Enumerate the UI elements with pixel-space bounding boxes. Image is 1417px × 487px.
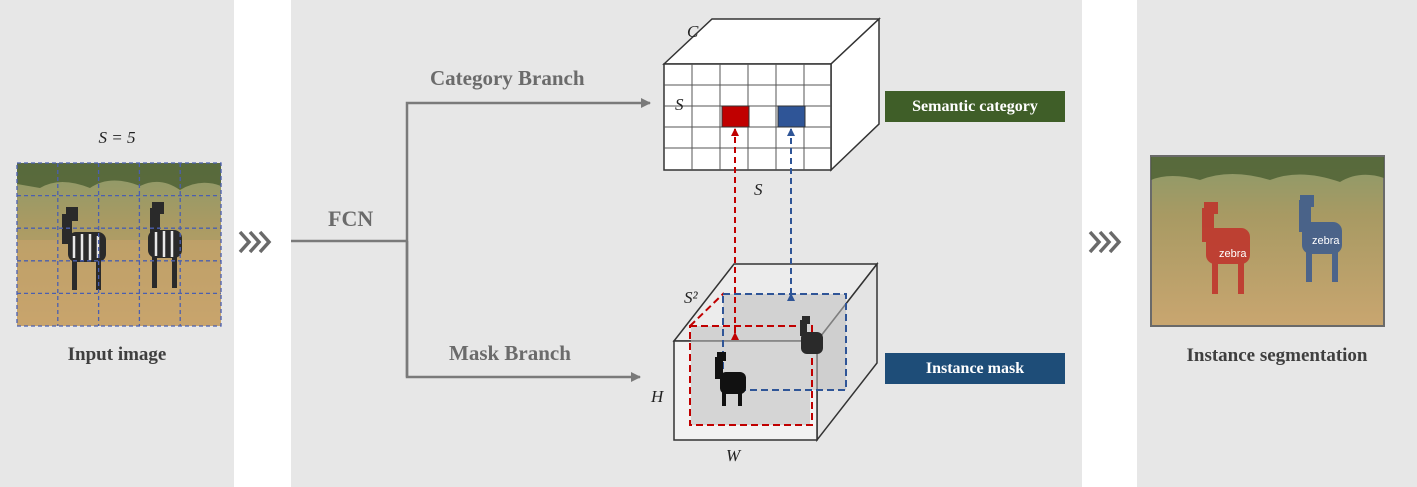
grid-size-label: S = 5 xyxy=(98,128,136,147)
semantic-category-tag: Semantic category xyxy=(885,91,1065,122)
red-instance-mask xyxy=(1202,202,1250,294)
red-category-cell xyxy=(721,105,750,128)
input-image-caption: Input image xyxy=(67,344,167,365)
zebra-label-red: zebra xyxy=(1219,248,1247,260)
category-depth-label: C xyxy=(687,22,699,41)
red-mask-slice-top xyxy=(689,292,725,327)
mask-width-label: W xyxy=(726,446,741,465)
mask-height-label: H xyxy=(651,387,664,406)
input-image xyxy=(16,162,222,327)
mask-depth-label: S² xyxy=(684,288,698,307)
branch-connectors xyxy=(291,98,651,382)
output-image-caption: Instance segmentation xyxy=(1186,345,1368,366)
zebra-mask-silhouette-icon-2 xyxy=(800,316,823,354)
category-height-label: S xyxy=(675,95,684,114)
category-branch-label: Category Branch xyxy=(430,66,585,90)
fcn-label: FCN xyxy=(328,206,374,231)
blue-instance-mask xyxy=(1299,195,1342,282)
zebra-right-icon xyxy=(148,202,182,288)
mask-branch-label: Mask Branch xyxy=(449,341,571,365)
instance-mask-tag: Instance mask xyxy=(885,353,1065,384)
chevron-right-icon-2 xyxy=(1088,230,1122,254)
input-grid xyxy=(16,162,222,327)
zebra-mask-silhouette-icon xyxy=(715,352,746,406)
chevron-right-icon xyxy=(238,230,272,254)
output-image xyxy=(1150,155,1385,327)
red-mask-slice xyxy=(689,325,813,426)
category-width-label: S xyxy=(754,180,763,199)
zebra-label-blue: zebra xyxy=(1312,235,1340,247)
blue-category-cell xyxy=(777,105,806,128)
